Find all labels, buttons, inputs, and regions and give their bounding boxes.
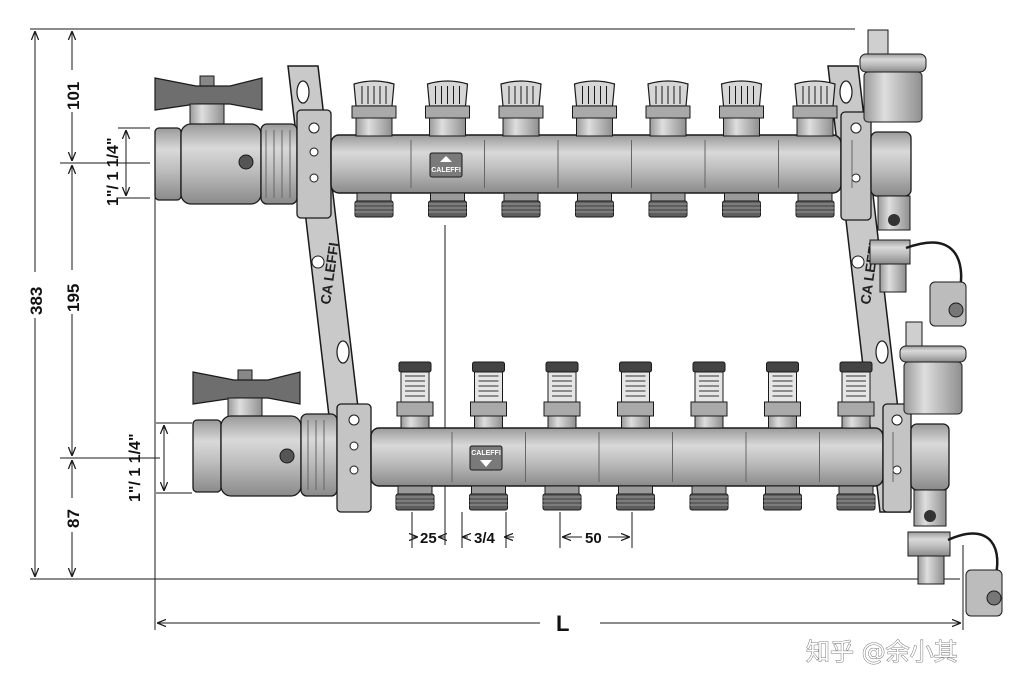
lower-flow-meter (469, 361, 526, 511)
upper-ball-valve (154, 75, 298, 205)
upper-outlets (351, 80, 853, 218)
upper-outlet-valve (792, 80, 853, 218)
dimension-lower-connection: 1"/ 1 1/4" (127, 422, 192, 502)
svg-text:CALEFFI: CALEFFI (431, 167, 461, 174)
upper-badge: CALEFFI (429, 152, 463, 178)
dimension-length: L (157, 611, 961, 636)
lower-flow-meter (616, 361, 673, 511)
dimension-50-label: 50 (585, 530, 602, 547)
lower-flow-meter (763, 361, 820, 511)
dimension-25-label: 25 (420, 530, 437, 547)
lower-flow-meter (542, 361, 600, 511)
svg-text:知乎 @余小其: 知乎 @余小其 (806, 638, 958, 666)
upper-outlet-valve (498, 80, 559, 218)
reference-lines (30, 28, 964, 630)
lower-ball-valve (192, 369, 338, 497)
lower-badge: CALEFFI (469, 445, 503, 471)
lower-connection-label: 1"/ 1 1/4" (127, 433, 144, 502)
lower-outlets (395, 361, 894, 511)
dimension-195-label: 195 (64, 284, 83, 312)
upper-air-vent (859, 29, 927, 123)
dimension-87-label: 87 (64, 509, 83, 528)
lower-flow-meter (689, 361, 747, 511)
dimension-3-4-label: 3/4 (474, 530, 496, 547)
upper-outlet-valve (719, 80, 779, 218)
upper-outlet-valve (572, 80, 632, 218)
lower-flow-meter (395, 361, 453, 511)
lower-manifold: CALEFFI (192, 321, 1003, 617)
watermark: 知乎 @余小其 (806, 638, 958, 667)
upper-outlet-valve (425, 80, 485, 218)
dimension-101-label: 101 (64, 82, 83, 110)
dimension-383-label: 383 (27, 287, 46, 315)
svg-text:CALEFFI: CALEFFI (471, 450, 501, 457)
dimension-stack-right: 101 195 87 (61, 31, 83, 577)
dimension-outlets (412, 512, 633, 548)
upper-manifold: CALEFFI (154, 29, 967, 327)
upper-outlet-valve (645, 80, 706, 218)
dimension-upper-connection: 1"/ 1 1/4" (105, 127, 150, 206)
lower-flow-meter (836, 361, 894, 511)
upper-drain-cock (869, 195, 967, 327)
lower-drain-cock (907, 489, 1003, 617)
lower-air-vent (899, 321, 967, 415)
upper-connection-label: 1"/ 1 1/4" (105, 137, 122, 206)
dimension-L-label: L (556, 611, 569, 636)
upper-outlet-valve (351, 80, 412, 218)
dimension-total-height: 383 (24, 31, 46, 577)
